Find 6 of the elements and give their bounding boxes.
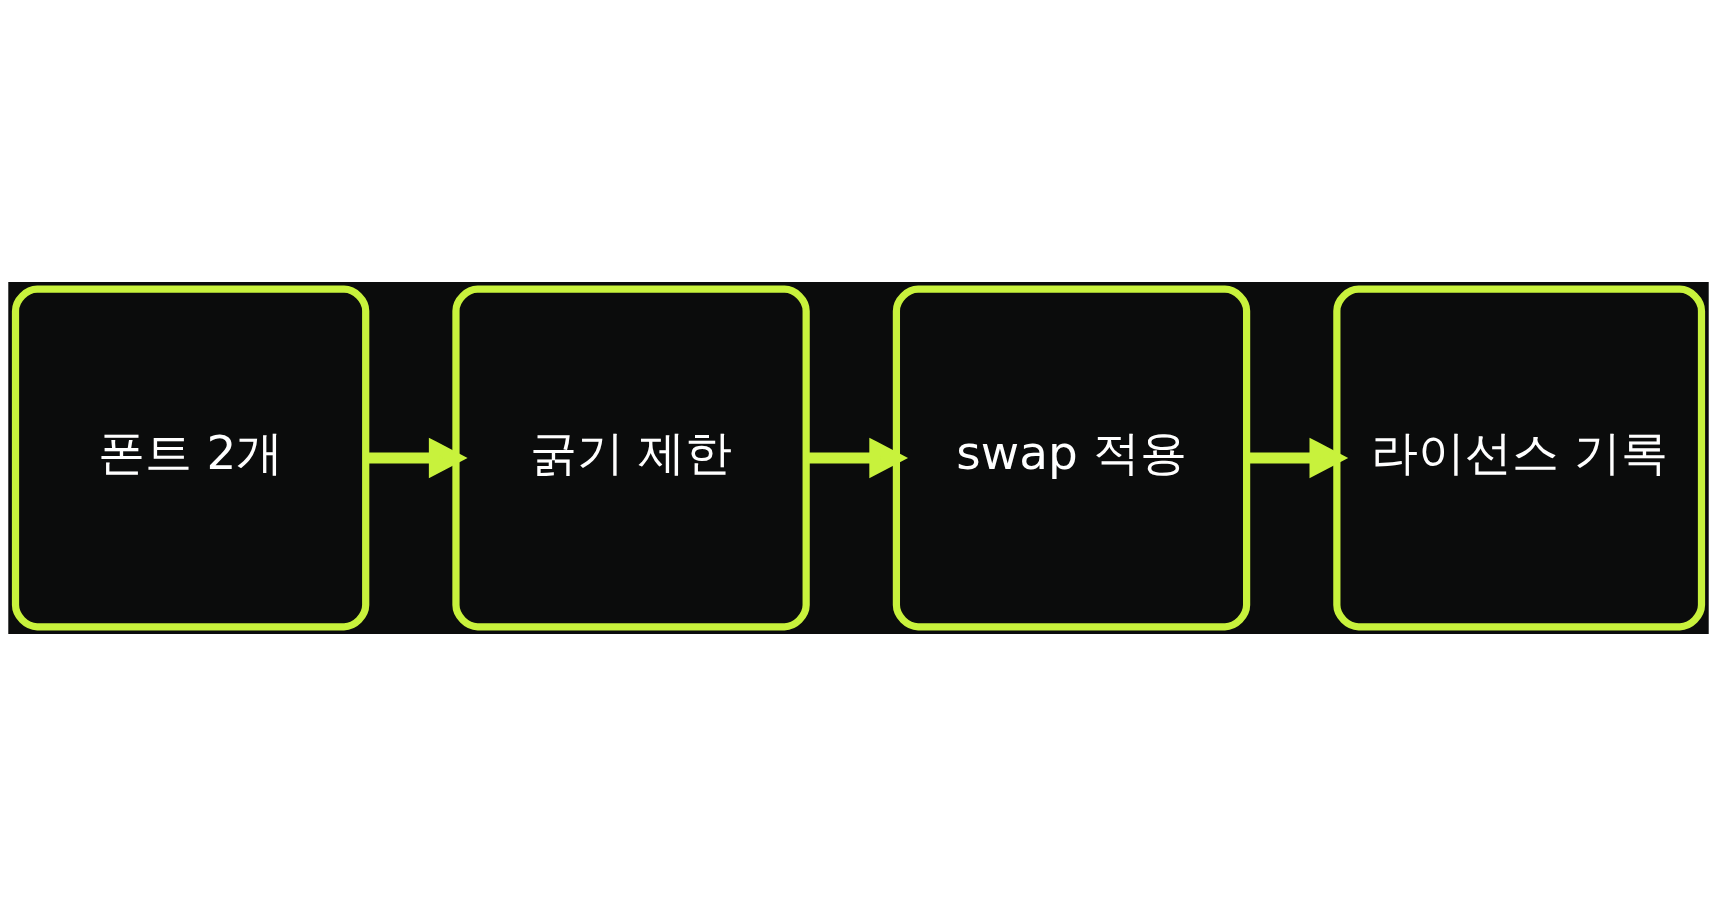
node-box: 폰트 2개 bbox=[11, 285, 370, 631]
node-box: swap 적용 bbox=[892, 285, 1251, 631]
arrow bbox=[806, 437, 909, 479]
node-box: 굵기 제한 bbox=[452, 285, 810, 631]
arrow bbox=[366, 437, 468, 479]
node-box: 라이선스 기록 bbox=[1333, 285, 1706, 631]
